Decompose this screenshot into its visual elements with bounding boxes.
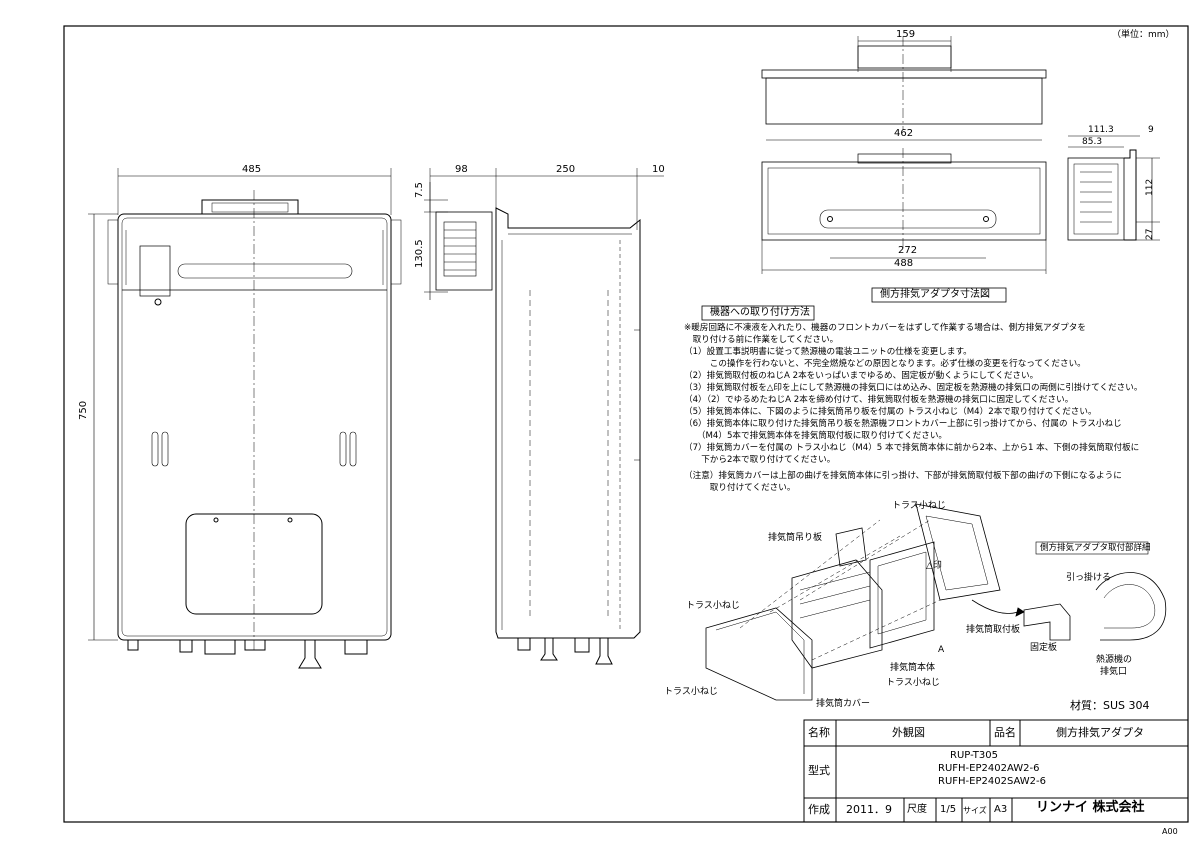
tb-name-value: 外観図 [892,726,925,739]
side-dim-7-5: 7.5 [414,182,425,198]
adapter-top-view [761,36,1047,141]
instructions-heading-box [701,305,815,321]
material-note: 材質：SUS 304 [1070,699,1150,712]
instruction-line: 取り付けてください。 [684,483,796,493]
label-body: 排気筒本体 [890,663,936,673]
side-dim-98: 98 [455,164,468,175]
instruction-line: （4）（2）でゆるめたねじA 2本を締め付けて、排気筒取付板を熱源機の排気口に固… [684,395,1074,405]
label-truss-screw-left: トラス小ねじ [686,601,740,611]
adapter-front-view [761,148,1047,274]
label-truss-screw-cover: トラス小ねじ [664,687,718,697]
drawing-border [63,25,1189,823]
instruction-line: ※暖房回路に不凍液を入れたり、機器のフロントカバーをはずして作業する場合は、側方… [684,323,1086,333]
detail-title: 側方排気アダプタ取付部詳細 [1040,543,1151,553]
adapter-dim-112: 112 [1145,178,1155,196]
instruction-line: （7）排気筒カバーを付属の トラス小ねじ（M4）5 本で排気筒本体に前から2本、… [684,443,1140,453]
tb-made-label: 作成 [808,803,830,816]
detail-exhaust-label-2: 排気口 [1100,667,1128,677]
tb-model-label: 型式 [808,764,830,777]
label-screw-a: A [938,645,945,655]
adapter-side-view [1067,135,1160,241]
adapter-dim-159: 159 [896,29,916,40]
instruction-line: 下から2本で取り付けてください。 [684,455,836,465]
detail-fixing-plate: 固定板 [1030,643,1058,653]
adapter-dim-111-3: 111.3 [1088,125,1114,135]
detail-hook: 引っ掛ける [1066,573,1112,583]
tb-scale-label: 尺度 [907,804,927,815]
adapter-dim-27: 27 [1145,228,1155,240]
instruction-line: （3）排気筒取付板を△印を上にして熱源機の排気口にはめ込み、固定板を熱源機の排気… [684,383,1143,393]
tb-model-3: RUFH-EP2402SAW2-6 [938,776,1046,787]
front-width-dim: 485 [242,164,262,175]
instruction-line: （1）設置工事説明書に従って熱源機の電装ユニットの仕様を変更します。 [684,347,972,357]
tb-size: A3 [994,804,1008,815]
side-dim-130-5: 130.5 [414,239,425,268]
adapter-caption-box [871,287,1007,303]
tb-name-label: 名称 [808,726,830,739]
instruction-line: この操作を行わないと、不完全燃焼などの原因となります。必ず仕様の変更を行なってく… [684,359,1086,369]
tb-part-label: 品名 [994,726,1016,739]
adapter-dim-9: 9 [1148,125,1154,135]
instruction-line: （2）排気筒取付板のねじA 2本をいっぱいまでゆるめ、固定板が動くようにしてくだ… [684,371,1039,381]
assembly-diagram [705,503,1167,701]
instructions-heading: 機器への取り付け方法 [710,307,810,318]
tb-model-1: RUP-T305 [950,750,998,761]
side-dim-250: 250 [556,164,576,175]
adapter-dim-462: 462 [894,128,914,139]
instruction-line: （M4）5本で排気筒本体を排気筒取付板に取り付けてください。 [684,431,948,441]
label-truss-screw-top: トラス小ねじ [892,501,946,511]
label-mount-plate: 排気筒取付板 [966,625,1021,635]
instructions-list: ※暖房回路に不凍液を入れたり、機器のフロントカバーをはずして作業する場合は、側方… [684,322,1142,494]
tb-model-2: RUFH-EP2402AW2-6 [938,763,1040,774]
detail-exhaust-label-1: 熱源機の [1096,655,1133,665]
tb-size-label: サイズ [963,806,987,815]
adapter-caption: 側方排気アダプタ寸法図 [880,289,990,300]
instruction-line: 取り付ける前に作業をしてください。 [684,335,839,345]
unit-note: （単位：mm） [1112,30,1175,40]
side-view [424,168,664,665]
adapter-dim-272: 272 [898,245,918,256]
tb-scale: 1/5 [940,804,957,815]
label-hanging-plate: 排気筒吊り板 [768,533,823,543]
adapter-dim-488: 488 [894,258,914,269]
tb-company: リンナイ 株式会社 [1036,800,1145,815]
instruction-line: （5）排気筒本体に、下図のように排気筒吊り板を付属の トラス小ねじ（M4）2本で… [684,407,1097,417]
label-truss-screw-bottom: トラス小ねじ [886,678,940,688]
adapter-dim-85-3: 85.3 [1082,137,1103,147]
front-view [88,168,402,669]
tb-date: 2011．9 [846,803,892,816]
drawing-code: A00 [1162,827,1178,836]
front-height-dim: 750 [78,400,89,420]
instruction-line: （6）排気筒本体に取り付けた排気筒吊り板を熱源機フロントカバー上部に引っ掛けてか… [684,419,1122,429]
title-block-frame [803,719,1189,823]
label-cover: 排気筒カバー [816,699,871,709]
label-triangle-mark: △印 [926,561,942,571]
instruction-line: （注意）排気筒カバーは上部の曲げを排気筒本体に引っ掛け、下部が排気筒取付板下部の… [684,471,1122,481]
side-dim-10: 10 [652,164,665,175]
tb-part-value: 側方排気アダプタ [1056,726,1144,739]
